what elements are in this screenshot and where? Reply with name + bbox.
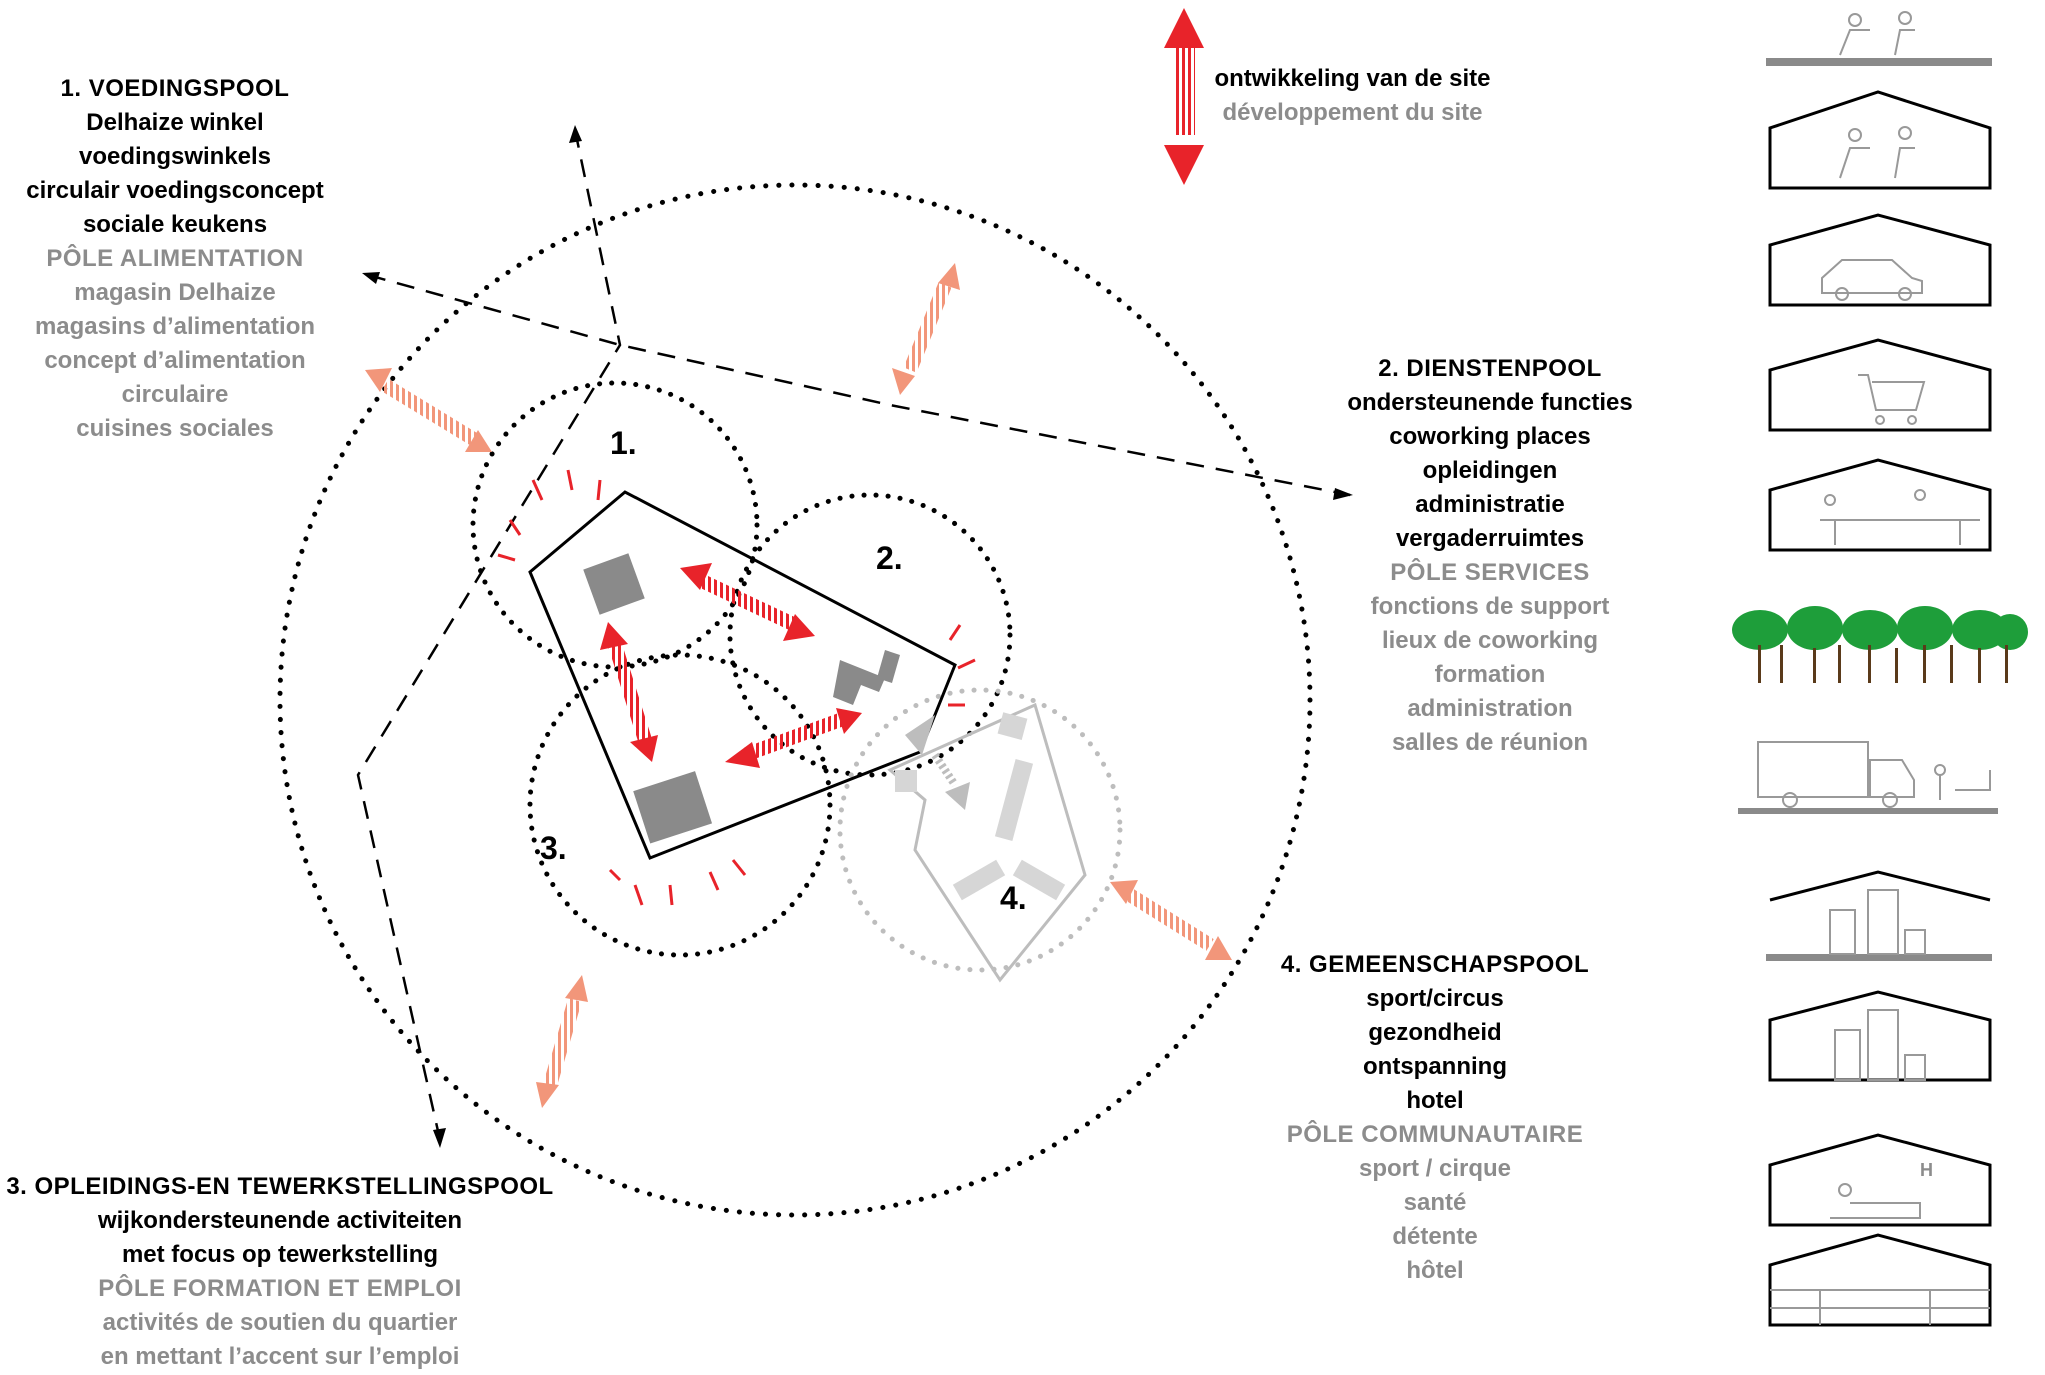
legend-label-fr: développement du site — [1222, 99, 1483, 126]
arrow-2-4 — [905, 715, 970, 810]
pole-1-line: Delhaize winkel — [86, 109, 264, 136]
pole-4-title-nl: 4. GEMEENSCHAPSPOOL — [1280, 951, 1590, 978]
pole-3-title-nl: 3. OPLEIDINGS-EN TEWERKSTELLINGSPOOL — [6, 1173, 554, 1200]
legend-arrow — [1164, 8, 1204, 185]
pole-1-line: voedingswinkels — [78, 143, 272, 170]
shopping-cart-icon — [1768, 338, 1992, 432]
external-arrows — [365, 263, 1232, 1108]
pole-2-line: coworking places — [1389, 423, 1591, 450]
pole-circle-3 — [527, 652, 833, 958]
secondary-site-outline — [887, 702, 1087, 983]
pole-4-line: ontspanning — [1363, 1053, 1507, 1080]
workshop-icon — [1768, 458, 1992, 552]
pole-1-line-fr: magasin Delhaize — [74, 279, 276, 306]
icon-column — [1732, 11, 2028, 1327]
pole-3-text: 3. OPLEIDINGS-EN TEWERKSTELLINGSPOOL wij… — [0, 1170, 560, 1374]
site-outline — [528, 490, 957, 860]
truck-delivery-icon — [1738, 741, 1998, 814]
hotel-letter: H — [1920, 1160, 1933, 1180]
pole-4-line: gezondheid — [1368, 1019, 1502, 1046]
secondary-blocks — [895, 712, 1066, 901]
pole-number-1: 1. — [610, 425, 637, 461]
people-meeting-icon — [1768, 90, 1992, 190]
pole-2-title-nl: 2. DIENSTENPOOL — [1378, 355, 1602, 382]
pole-number-4: 4. — [1000, 880, 1027, 916]
pole-3-line: wijkondersteunende activiteiten — [97, 1207, 463, 1234]
mixed-use-icon — [1768, 1233, 1992, 1327]
pole-2-line-fr: formation — [1434, 661, 1546, 688]
pole-1-line-fr: cuisines sociales — [76, 415, 274, 442]
hotel-icon — [1768, 1133, 1992, 1227]
pole-circle-2 — [727, 492, 1013, 778]
pole-circle-4 — [837, 687, 1123, 973]
pole-1-title-nl: 1. VOEDINGSPOOL — [60, 75, 290, 102]
legend-label: ontwikkeling van de site développement d… — [1205, 62, 1500, 130]
arrow-1-2 — [680, 563, 815, 641]
building-blocks — [583, 553, 900, 844]
internal-arrows — [600, 563, 970, 810]
outer-circle — [277, 182, 1313, 1218]
pole-4-title-fr: PÔLE COMMUNAUTAIRE — [1286, 1121, 1584, 1148]
pole-2-line: vergaderruimtes — [1395, 525, 1585, 552]
pole-1-text: 1. VOEDINGSPOOL Delhaize winkel voedings… — [15, 72, 335, 446]
radiating-ticks — [497, 469, 976, 906]
pole-3-title-fr: PÔLE FORMATION ET EMPLOI — [98, 1275, 462, 1302]
pole-2-title-fr: PÔLE SERVICES — [1390, 559, 1590, 586]
pole-2-text: 2. DIENSTENPOOL ondersteunende functies … — [1325, 352, 1655, 760]
pole-1-line-fr: concept d’alimentation — [44, 347, 306, 374]
arrow-3-2 — [725, 708, 862, 768]
pole-2-line-fr: fonctions de support — [1370, 593, 1610, 620]
pole-2-line-fr: salles de réunion — [1391, 729, 1589, 756]
pole-4-line-fr: hôtel — [1406, 1257, 1464, 1284]
people-meeting-icon — [1766, 11, 1992, 66]
pole-2-line: administratie — [1415, 491, 1565, 518]
pole-2-line-fr: lieux de coworking — [1381, 627, 1599, 654]
sport-blocks-icon — [1768, 990, 1992, 1082]
pole-circle-1 — [470, 380, 760, 670]
pole-1-line-fr: magasins d’alimentation — [34, 313, 316, 340]
pole-2-line-fr: administration — [1407, 695, 1573, 722]
pole-number-2: 2. — [876, 540, 903, 576]
pole-3-line: met focus op tewerkstelling — [121, 1241, 439, 1268]
pole-3-line-fr: en mettant l’accent sur l’emploi — [100, 1343, 460, 1370]
pole-2-line: opleidingen — [1422, 457, 1558, 484]
pole-1-line-fr: circulaire — [121, 381, 229, 408]
pole-2-line: ondersteunende functies — [1347, 389, 1633, 416]
pole-4-text: 4. GEMEENSCHAPSPOOL sport/circus gezondh… — [1265, 948, 1605, 1288]
axis-arrowheads — [362, 125, 1353, 1148]
pole-4-line: hotel — [1406, 1087, 1464, 1114]
pole-1-title-fr: PÔLE ALIMENTATION — [46, 245, 304, 272]
axis-lines — [356, 129, 1351, 1141]
pole-4-line: sport/circus — [1366, 985, 1504, 1012]
pole-4-line-fr: sport / cirque — [1358, 1155, 1512, 1182]
pole-1-line: circulair voedingsconcept — [26, 177, 324, 204]
pole-1-line: sociale keukens — [82, 211, 268, 238]
trees-icon — [1732, 606, 2028, 683]
legend-label-nl: ontwikkeling van de site — [1214, 65, 1491, 92]
pole-4-line-fr: détente — [1392, 1223, 1478, 1250]
arrow-1-3 — [600, 622, 658, 762]
pole-number-3: 3. — [540, 830, 567, 866]
pole-4-line-fr: santé — [1403, 1189, 1467, 1216]
pole-3-line-fr: activités de soutien du quartier — [102, 1309, 458, 1336]
sport-blocks-icon — [1766, 870, 1992, 961]
car-icon — [1768, 213, 1992, 307]
